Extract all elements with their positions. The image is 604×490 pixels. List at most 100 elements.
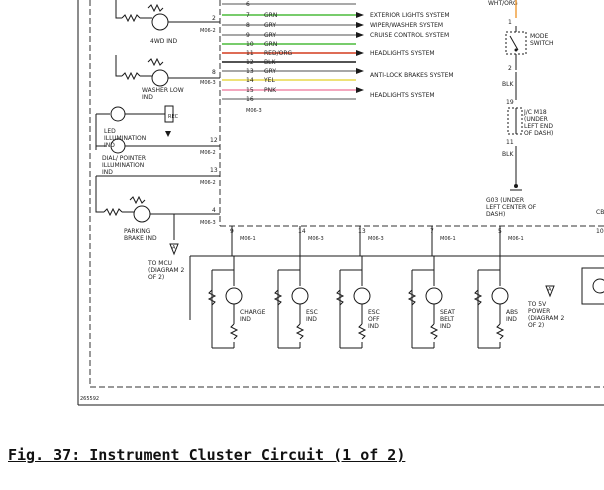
svg-text:12: 12 [246, 59, 254, 66]
arrow-icon [356, 32, 364, 38]
svg-text:M06-2: M06-2 [200, 28, 216, 34]
svg-text:BLK: BLK [264, 59, 276, 66]
lamp-icon [225, 287, 243, 305]
svg-text:ANTI-LOCK BRAKES SYSTEM: ANTI-LOCK BRAKES SYSTEM [370, 72, 454, 79]
svg-text:M06-3: M06-3 [200, 220, 216, 226]
svg-text:CRUISE CONTROL SYSTEM: CRUISE CONTROL SYSTEM [370, 32, 449, 39]
svg-text:M06-3: M06-3 [308, 236, 324, 242]
junction-icon [507, 107, 523, 135]
resistor-icon [273, 289, 283, 306]
svg-text:GRN: GRN [264, 41, 277, 48]
figure-id: 265592 [80, 396, 99, 402]
svg-text:7: 7 [246, 12, 250, 19]
svg-text:4: 4 [212, 207, 216, 214]
svg-text:REC: REC [168, 114, 179, 120]
resistor-icon [335, 289, 345, 306]
ind-4wd: 4WD IND [115, 0, 220, 45]
svg-text:13: 13 [210, 167, 218, 174]
wire-row: 6 [246, 1, 250, 8]
svg-text:14: 14 [246, 77, 254, 84]
svg-text:A: A [172, 245, 176, 251]
lamp-icon [133, 205, 151, 223]
svg-text:TO MCU(DIAGRAM 2OF 2): TO MCU(DIAGRAM 2OF 2) [147, 260, 184, 281]
svg-text:WHT/ORG: WHT/ORG [488, 0, 518, 7]
resistor-icon [473, 289, 483, 306]
resistor-icon [229, 323, 239, 340]
arrow-icon [356, 22, 364, 28]
svg-text:BLK: BLK [502, 81, 514, 88]
svg-text:M06-1: M06-1 [440, 236, 456, 242]
svg-text:M06-1: M06-1 [240, 236, 256, 242]
resistor-icon [495, 323, 505, 340]
svg-text:2: 2 [212, 15, 216, 22]
wire-row: 12 BLK [246, 59, 276, 66]
svg-text:10: 10 [246, 41, 254, 48]
svg-text:12: 12 [210, 137, 218, 144]
svg-text:GRY: GRY [264, 32, 276, 39]
svg-text:HEADLIGHTS SYSTEM: HEADLIGHTS SYSTEM [370, 92, 435, 99]
svg-text:M06-3: M06-3 [200, 80, 216, 86]
bottom-pins: 9 M06-1 14 M06-3 13 M06-3 7 M06-1 5 M06-… [230, 228, 604, 242]
svg-text:RED/ORG: RED/ORG [264, 50, 292, 57]
svg-text:BLK: BLK [502, 151, 514, 158]
lamp-icon [291, 287, 309, 305]
resistor-icon [207, 289, 217, 306]
svg-text:WIPER/WASHER SYSTEM: WIPER/WASHER SYSTEM [370, 22, 443, 29]
lamp-icon [491, 287, 509, 305]
wire-row: 10 GRN [246, 41, 277, 48]
svg-text:1: 1 [508, 19, 512, 26]
svg-text:CB: CB [596, 209, 604, 216]
svg-text:M06-3: M06-3 [246, 108, 262, 114]
svg-text:M06-2: M06-2 [200, 150, 216, 156]
lamp-icon [151, 13, 169, 31]
resistor-icon [357, 323, 367, 340]
figure-caption: Fig. 37: Instrument Cluster Circuit (1 o… [8, 446, 406, 464]
svg-text:A: A [548, 287, 552, 293]
svg-text:M06-3: M06-3 [368, 236, 384, 242]
lamp-icon [110, 106, 126, 122]
svg-text:16: 16 [246, 96, 254, 103]
svg-text:8: 8 [212, 69, 216, 76]
svg-text:11: 11 [506, 139, 514, 146]
svg-text:GRN: GRN [264, 12, 277, 19]
wire-row: 16 [246, 96, 254, 103]
svg-text:2: 2 [508, 65, 512, 72]
lamp-icon [425, 287, 443, 305]
svg-text:13: 13 [358, 228, 366, 235]
svg-text:6: 6 [246, 1, 250, 8]
svg-text:19: 19 [506, 99, 514, 106]
svg-text:EXTERIOR LIGHTS SYSTEM: EXTERIOR LIGHTS SYSTEM [370, 12, 450, 19]
svg-text:8: 8 [246, 22, 250, 29]
svg-text:M06-1: M06-1 [508, 236, 524, 242]
wire-row: 7 GRN EXTERIOR LIGHTS SYSTEM [246, 12, 450, 19]
diode-icon [165, 131, 171, 137]
resistor-icon [407, 289, 417, 306]
ground-icon [514, 184, 518, 188]
lamp-icon [353, 287, 371, 305]
svg-text:9: 9 [246, 32, 250, 39]
svg-text:13: 13 [246, 68, 254, 75]
cb-lamp-box [581, 267, 604, 305]
